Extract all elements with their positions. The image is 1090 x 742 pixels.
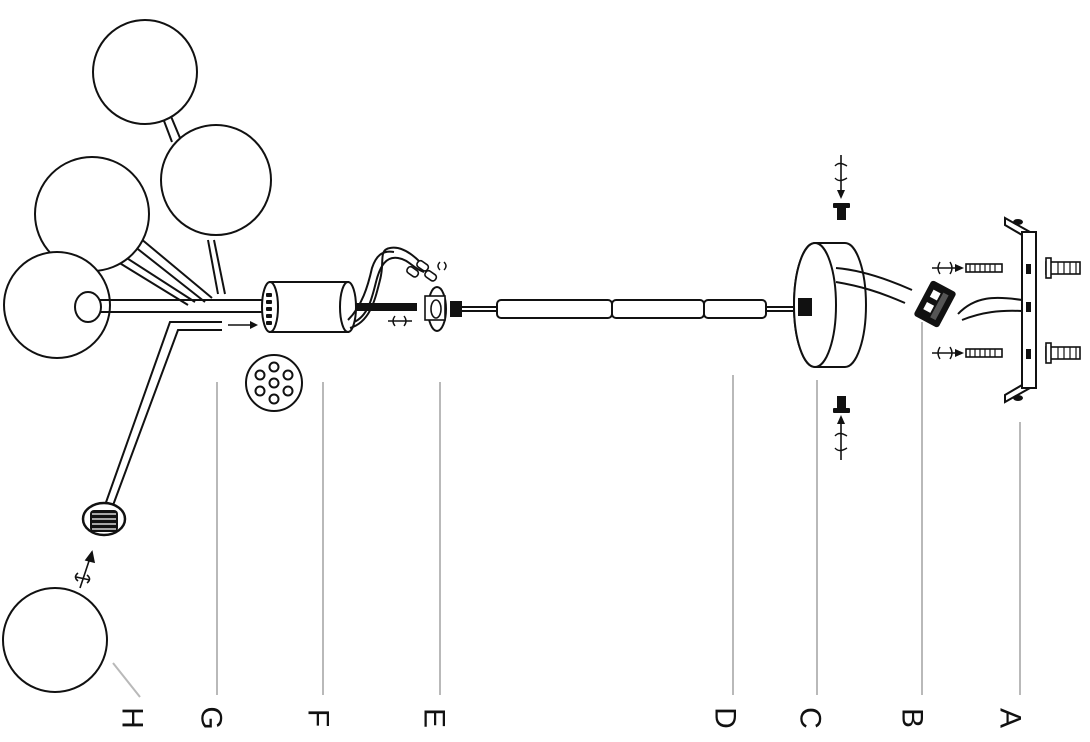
label-g: G [195, 706, 228, 729]
terminal-block [914, 280, 956, 328]
glass-globes [2, 19, 272, 693]
cup-ring [424, 286, 447, 332]
globe-top [92, 19, 198, 125]
globe-neck [74, 291, 102, 323]
arms-front [100, 299, 265, 313]
canopy [793, 242, 867, 368]
canopy-wires [835, 267, 913, 304]
hole-pattern-plate [245, 354, 303, 412]
label-b: B [896, 708, 929, 728]
extension-rods [462, 299, 796, 319]
label-h: H [116, 707, 149, 729]
canopy-screw-bottom [833, 396, 850, 460]
wire-connectors [406, 259, 447, 282]
ceiling-wires [957, 296, 1023, 321]
wall-plug-lower [1045, 342, 1081, 364]
label-e: E [418, 708, 451, 728]
label-a: A [994, 708, 1027, 728]
leader-lines [112, 322, 1021, 698]
label-d: D [709, 707, 742, 729]
lamp-socket [81, 501, 127, 537]
mounting-bracket [1004, 216, 1037, 404]
wall-plug-upper [1045, 257, 1081, 279]
hex-nut [450, 301, 462, 317]
screw-in-arrow-h [74, 550, 96, 589]
label-c: C [794, 707, 827, 729]
globe-upper-right [160, 124, 272, 236]
bracket-screw-lower [932, 346, 1003, 360]
canopy-screw-top [833, 155, 850, 220]
globe-h [2, 587, 108, 693]
leader-line-h [112, 662, 141, 698]
wire-harness [347, 246, 425, 329]
globe-middle [3, 251, 111, 359]
label-f: F [302, 709, 335, 727]
threaded-rod [355, 303, 417, 327]
bracket-screw-upper [932, 261, 1003, 275]
central-body [228, 281, 357, 333]
part-labels: A B C D E F G H [116, 706, 1027, 729]
